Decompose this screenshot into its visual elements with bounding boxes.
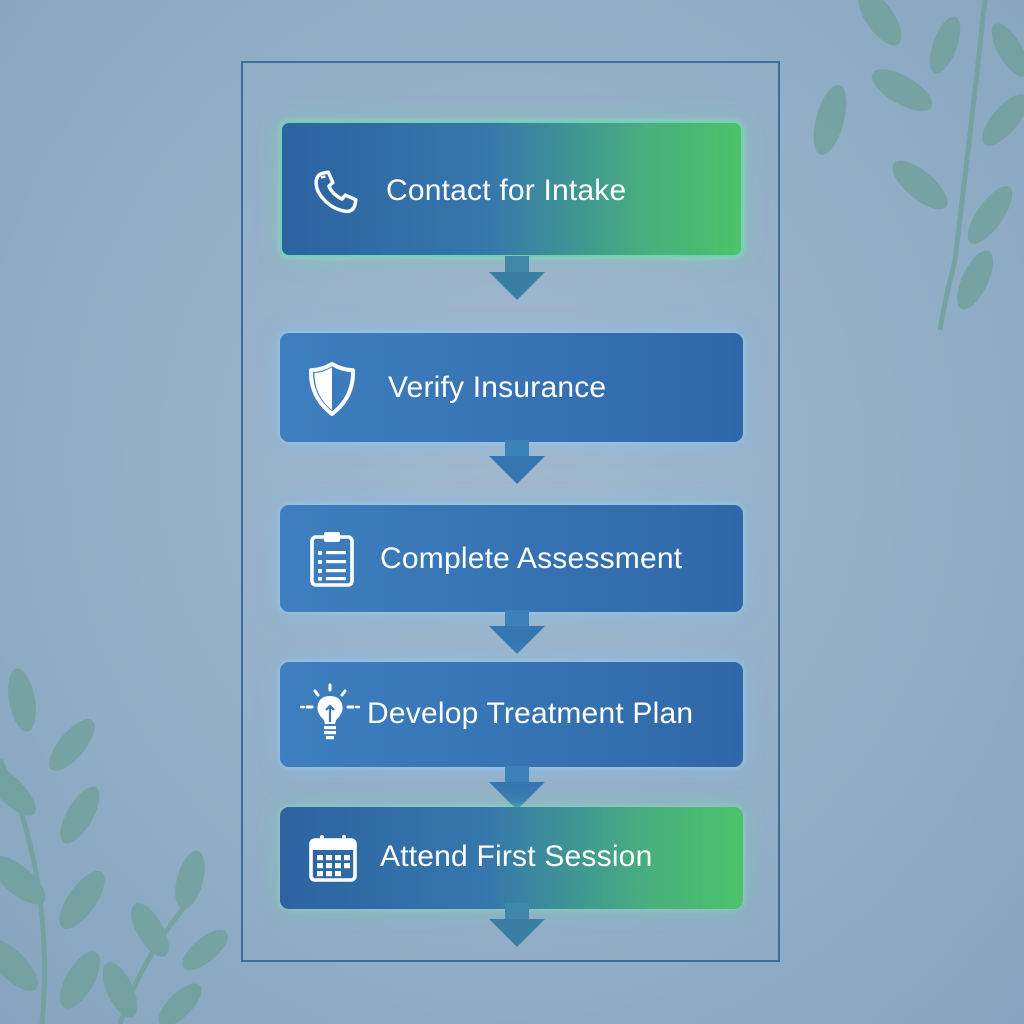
step-label: Contact for Intake bbox=[386, 174, 627, 207]
step-verify-insurance: Verify Insurance bbox=[280, 333, 743, 442]
lightbulb-icon bbox=[300, 683, 360, 740]
step-contact-for-intake: Contact for Intake bbox=[280, 121, 743, 257]
flow-arrow-down bbox=[489, 766, 545, 810]
clipboard-icon bbox=[310, 532, 354, 587]
flow-arrow-down bbox=[489, 903, 545, 947]
shield-icon bbox=[308, 362, 356, 416]
step-attend-first-session: Attend First Session bbox=[280, 807, 743, 909]
calendar-icon bbox=[309, 835, 357, 882]
step-label: Develop Treatment Plan bbox=[367, 697, 694, 730]
step-label: Verify Insurance bbox=[388, 371, 607, 404]
phone-icon bbox=[314, 170, 358, 214]
flowchart-frame bbox=[241, 61, 780, 962]
flow-arrow-down bbox=[489, 440, 545, 484]
flow-arrow-down bbox=[489, 256, 545, 300]
flow-arrow-down bbox=[489, 610, 545, 654]
step-label: Attend First Session bbox=[380, 840, 653, 873]
step-develop-treatment-plan: Develop Treatment Plan bbox=[280, 662, 743, 767]
step-complete-assessment: Complete Assessment bbox=[280, 505, 743, 612]
step-label: Complete Assessment bbox=[380, 542, 683, 575]
